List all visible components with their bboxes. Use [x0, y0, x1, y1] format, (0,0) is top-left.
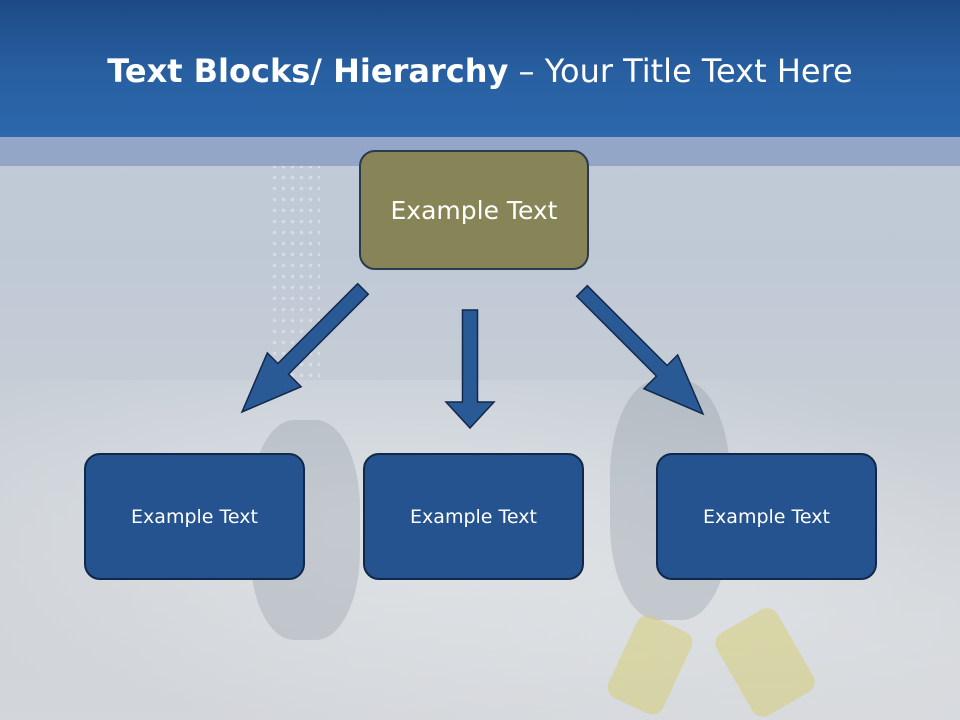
arrow-left	[240, 282, 370, 414]
top-level-box: Example Text	[359, 150, 589, 270]
title-regular-part: – Your Title Text Here	[508, 52, 853, 90]
child-box-left: Example Text	[84, 453, 305, 580]
title-bar: Text Blocks/ Hierarchy – Your Title Text…	[0, 0, 960, 137]
child-box-center: Example Text	[363, 453, 584, 580]
title-bold-part: Text Blocks/ Hierarchy	[107, 52, 509, 90]
child-box-right: Example Text	[656, 453, 877, 580]
arrow-right	[575, 284, 705, 416]
arrow-center	[444, 309, 496, 430]
slide-title: Text Blocks/ Hierarchy – Your Title Text…	[0, 52, 960, 90]
